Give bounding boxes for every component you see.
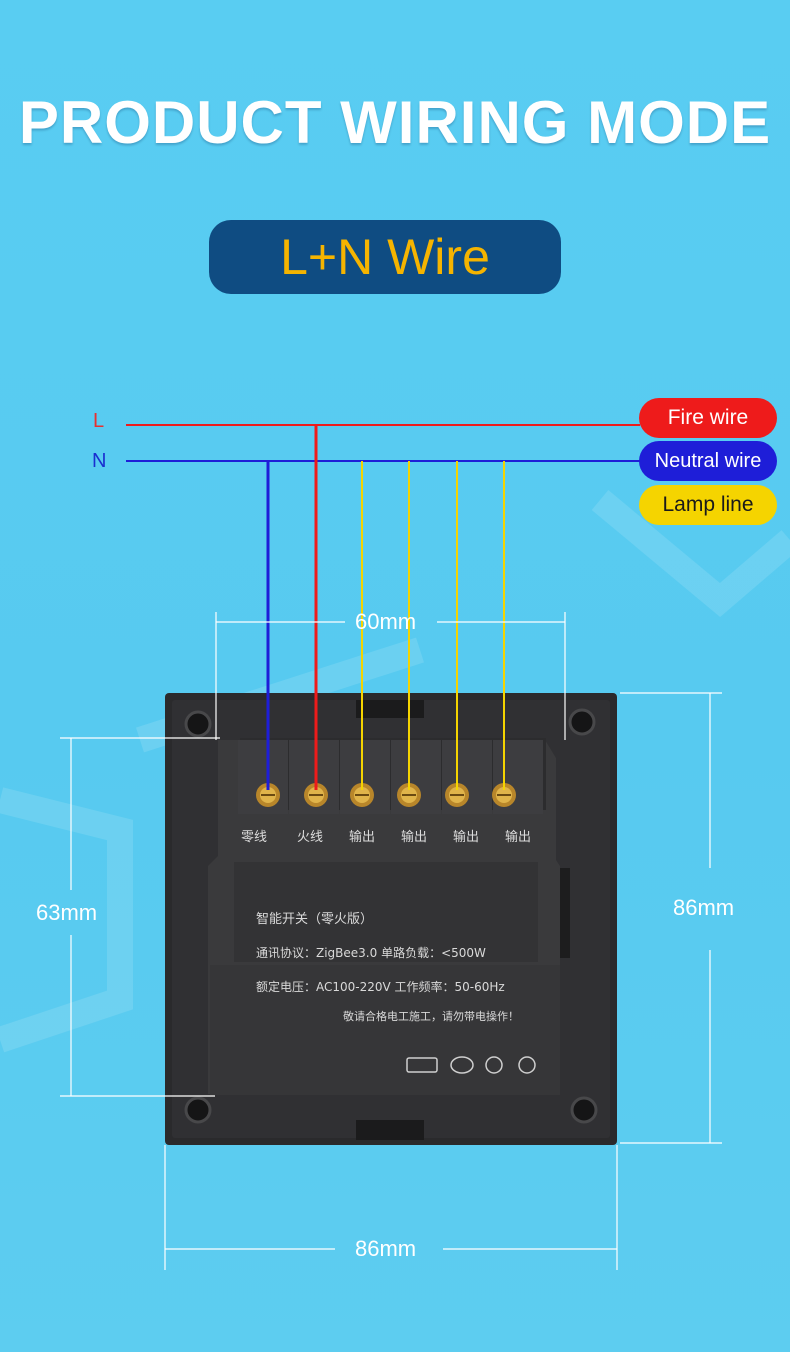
- module-voltage: 额定电压：AC100-220V 工作频率：50-60Hz: [256, 980, 505, 994]
- top-clip: [356, 700, 424, 718]
- legend-fire-wire: Fire wire: [639, 398, 777, 438]
- terminal-label: 输出: [349, 829, 376, 844]
- legend-lamp-line: Lamp line: [639, 485, 777, 525]
- terminal-screw: [492, 783, 516, 807]
- terminal-label: 输出: [453, 829, 480, 844]
- terminal-screw: [445, 783, 469, 807]
- terminal-label: 火线: [297, 829, 324, 844]
- wiring-mode-pill: L+N Wire: [209, 220, 561, 294]
- module-name: 智能开关（零火版）: [256, 912, 374, 927]
- terminal-screw: [350, 783, 374, 807]
- live-letter: L: [93, 410, 105, 432]
- page-title: PRODUCT WIRING MODE: [18, 89, 772, 156]
- module-warning: 敬请合格电工施工，请勿带电操作！: [343, 1010, 519, 1023]
- dimension-panel-width: 86mm: [355, 1236, 417, 1261]
- module-protocol: 通讯协议：ZigBee3.0 单路负载：<500W: [256, 946, 486, 960]
- terminal-screw: [256, 783, 280, 807]
- terminal-screw: [397, 783, 421, 807]
- terminal-label: 零线: [241, 829, 268, 844]
- neutral-letter: N: [92, 450, 107, 472]
- terminal-screw: [304, 783, 328, 807]
- terminal-screws: [256, 783, 516, 807]
- dimension-terminal-span: 60mm: [355, 609, 417, 634]
- dimension-panel-height: 86mm: [673, 895, 735, 920]
- terminal-label: 输出: [401, 829, 428, 844]
- dimension-module-height: 63mm: [36, 900, 98, 925]
- dimension-lines: [60, 612, 722, 1270]
- certification-marks: [406, 1056, 536, 1074]
- terminal-label: 输出: [505, 829, 532, 844]
- bottom-clip: [356, 1120, 424, 1140]
- mounting-holes: [184, 708, 598, 1124]
- legend-neutral-wire: Neutral wire: [639, 441, 777, 481]
